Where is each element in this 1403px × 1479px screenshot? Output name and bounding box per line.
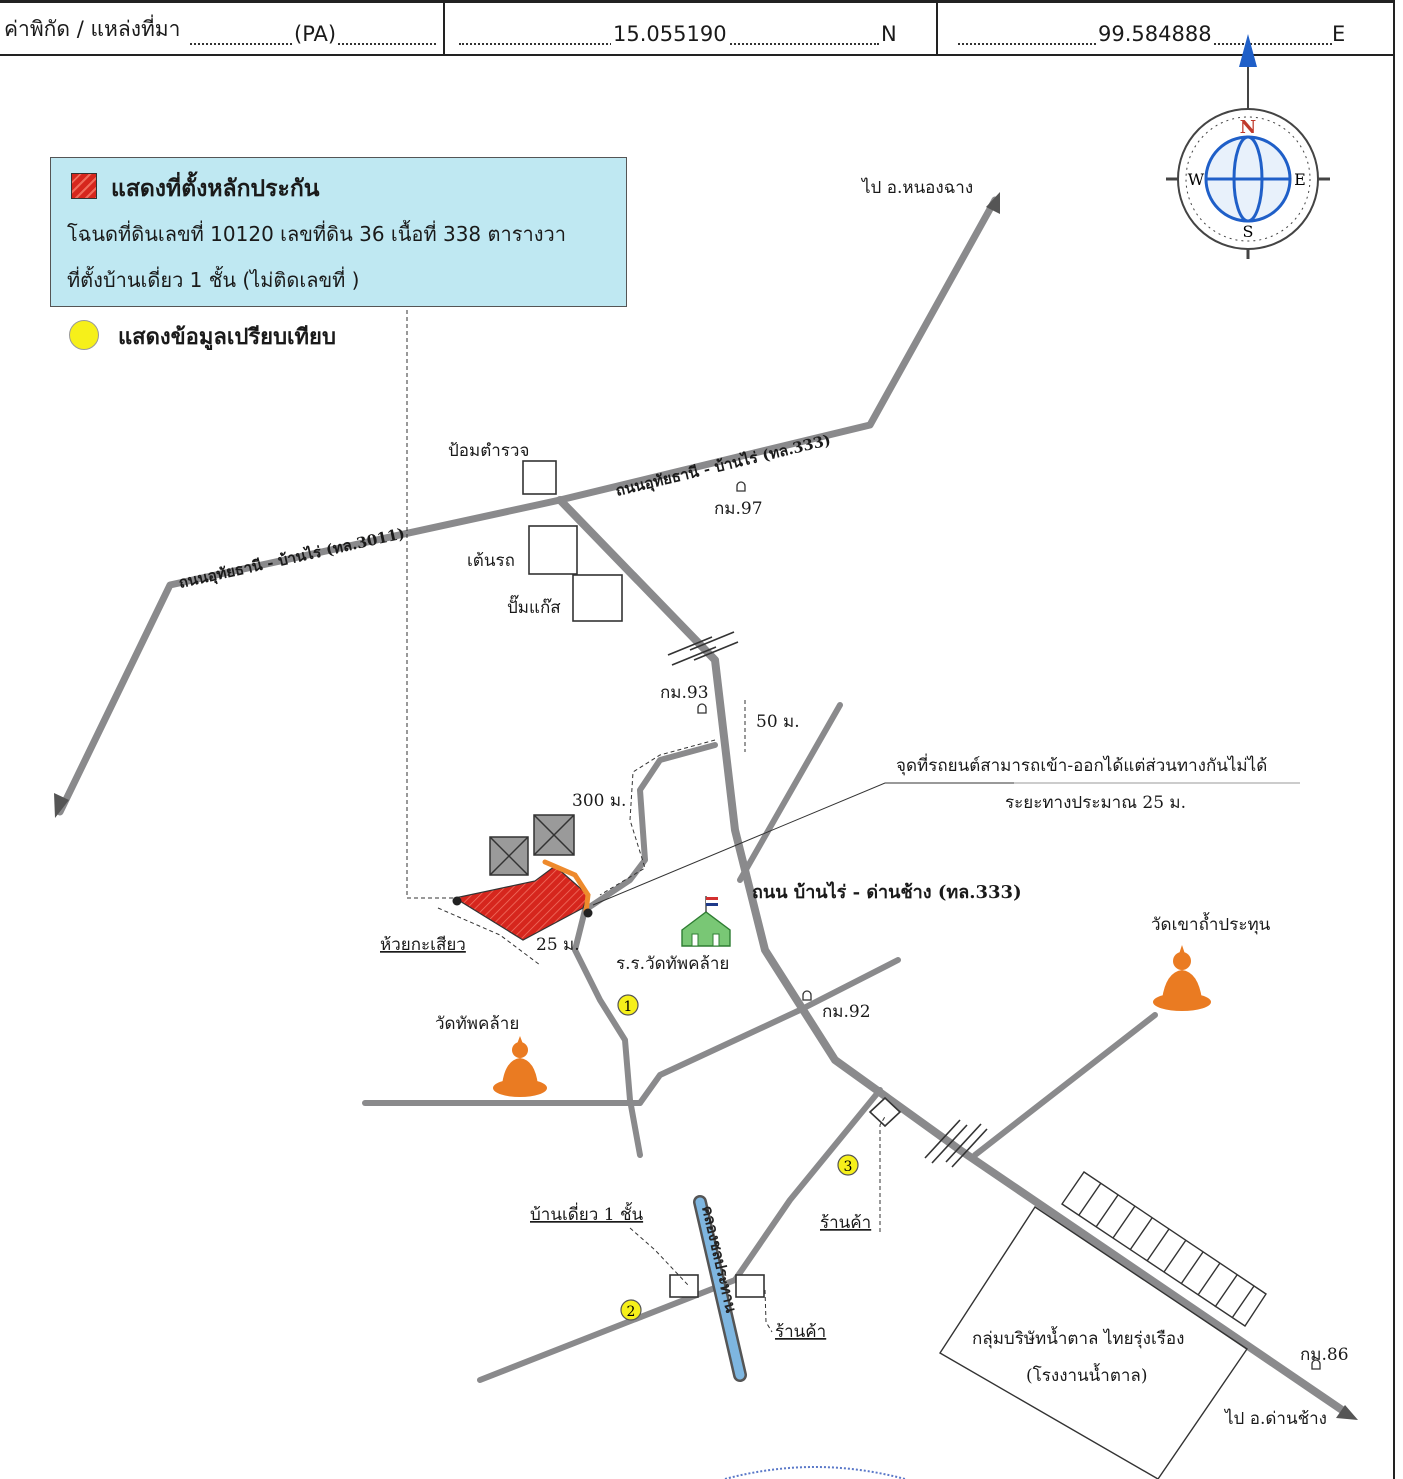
label-note-line2: ระยะทางประมาณ 25 ม.	[1005, 793, 1186, 813]
shop-2-building	[735, 1274, 765, 1298]
label-sugar-group-2: (โรงงานน้ำตาล)	[1026, 1363, 1147, 1386]
legend-collateral-title: แสดงที่ตั้งหลักประกัน	[111, 176, 320, 202]
label-temple-khao-tham: วัดเขาถ้ำประทุน	[1151, 912, 1271, 935]
road-333-main	[556, 496, 1349, 1416]
label-road-3011: ถนนอุทัยธานี - บ้านไร่ (ทล.3011)	[177, 523, 407, 593]
collateral-plot	[452, 859, 593, 941]
road-cross-1	[637, 957, 901, 1106]
svg-text:S: S	[1243, 222, 1254, 241]
label-dist-300: 300 ม.	[572, 791, 626, 811]
svg-text:1: 1	[624, 999, 633, 1015]
label-km92: กม.92	[822, 1002, 871, 1022]
label-dist-50: 50 ม.	[756, 712, 800, 732]
factory-boundary	[939, 1206, 1248, 1479]
label-temple-thap-khlai: วัดทัพคล้าย	[435, 1014, 519, 1034]
label-road-333-north: ถนนอุทัยธานี - บ้านไร่ (ทล.333)	[613, 430, 832, 501]
road-to-temple-east	[972, 1012, 1158, 1158]
latitude-value: 15.055190	[611, 22, 729, 46]
legend-box: แสดงที่ตั้งหลักประกัน โฉนดที่ดินเลขที่ 1…	[50, 157, 627, 307]
svg-text:W: W	[1188, 170, 1205, 189]
comparison-marker-2: 2	[620, 1299, 642, 1321]
label-km86: กม.86	[1300, 1345, 1349, 1365]
coordinate-bar: ค่าพิกัด / แหล่งที่มา (PA) 15.055190 N 9…	[0, 0, 1395, 56]
comparison-markers: 1 2 3	[617, 994, 859, 1321]
road-to-south	[572, 907, 643, 1158]
label-km93: กม.93	[660, 683, 709, 703]
label-shop-1: ร้านค้า	[820, 1213, 871, 1233]
buildings	[522, 460, 902, 1298]
longitude-value: 99.584888	[1096, 22, 1214, 46]
label-road-333-main: ถนน บ้านไร่ - ด่านช้าง (ทล.333)	[752, 881, 1022, 903]
sugar-factory	[939, 1171, 1267, 1479]
svg-text:N: N	[1240, 117, 1256, 138]
coordinate-source: (PA)	[292, 22, 339, 46]
access-road	[542, 859, 591, 915]
temple-thap-khlai-icon	[493, 1036, 547, 1097]
label-single-house: บ้านเดี่ยว 1 ชั้น	[530, 1202, 643, 1225]
svg-text:2: 2	[627, 1304, 636, 1320]
label-tent: เต้นรถ	[467, 551, 515, 571]
school-icon	[681, 896, 731, 947]
shop-1-building	[868, 1096, 902, 1128]
coordinate-label: ค่าพิกัด / แหล่งที่มา	[4, 17, 181, 41]
svg-text:3: 3	[844, 1159, 853, 1175]
label-gas-pump: ปั๊มแก๊ส	[507, 594, 561, 618]
label-shop-2: ร้านค้า	[775, 1322, 826, 1342]
arrow-west	[54, 793, 69, 818]
latitude-unit: N	[881, 22, 897, 46]
km-posts	[697, 481, 1321, 1370]
label-stream: ห้วยกะเสียว	[380, 935, 466, 955]
comparison-dot-icon	[69, 320, 99, 350]
arrow-southeast	[1336, 1405, 1358, 1420]
longitude-unit: E	[1332, 22, 1346, 46]
house-1-building	[669, 1274, 699, 1298]
label-school: ร.ร.วัดทัพคล้าย	[616, 954, 729, 974]
note-leader	[592, 782, 1300, 906]
comparison-marker-3: 3	[837, 1154, 859, 1176]
legend-collateral-house: ที่ตั้งบ้านเดี่ยว 1 ชั้น (ไม่ติดเลขที่ )	[67, 268, 360, 292]
label-canal: คลองชลประทาน	[698, 1204, 740, 1315]
coordinate-label-cell: ค่าพิกัด / แหล่งที่มา (PA)	[0, 3, 445, 54]
label-note-line1: จุดที่รถยนต์สามารถเข้า-ออกได้แต่ส่วนทางก…	[896, 753, 1267, 776]
road-arrows	[54, 192, 1358, 1420]
road-to-canal	[477, 1087, 883, 1383]
partial-stamp-seal	[724, 1466, 906, 1479]
road-network	[56, 196, 1349, 1416]
compass-rose-icon: N S W E	[1166, 34, 1330, 259]
road-soi-300m	[582, 742, 718, 913]
latitude-cell: 15.055190 N	[445, 3, 938, 54]
arrow-north	[986, 192, 1000, 214]
frame-border-right	[1393, 56, 1395, 1479]
collateral-swatch-icon	[71, 173, 97, 199]
label-km97: กม.97	[714, 499, 763, 519]
comparison-marker-1: 1	[617, 994, 639, 1016]
road-side-branch	[737, 702, 843, 883]
police-box-building	[522, 460, 557, 495]
label-to-nong-chang: ไป อ.หนองฉาง	[860, 177, 973, 198]
label-sugar-group-1: กลุ่มบริษัทน้ำตาล ไทยรุ่งเรือง	[972, 1326, 1184, 1349]
legend-comparison-title: แสดงข้อมูลเปรียบเทียบ	[118, 325, 336, 350]
factory-sheds	[1061, 1171, 1267, 1327]
temple-khao-tham-icon	[1153, 945, 1211, 1011]
legend-collateral-deed: โฉนดที่ดินเลขที่ 10120 เลขที่ดิน 36 เนื้…	[67, 222, 566, 246]
gas-pump-building	[572, 574, 623, 622]
neighbour-houses	[489, 814, 575, 876]
label-to-dan-chang: ไป อ.ด่านช้าง	[1223, 1408, 1327, 1429]
road-3011	[56, 496, 564, 816]
tent-building	[528, 525, 578, 575]
canal	[693, 1195, 747, 1382]
longitude-cell: 99.584888 E	[938, 3, 1393, 54]
road-333-north	[556, 196, 999, 504]
label-police-box: ป้อมตำรวจ	[448, 441, 529, 461]
label-dist-25: 25 ม.	[536, 935, 580, 955]
bridge-marks	[667, 631, 988, 1168]
svg-text:E: E	[1294, 170, 1306, 189]
leader-lines	[406, 310, 887, 1333]
